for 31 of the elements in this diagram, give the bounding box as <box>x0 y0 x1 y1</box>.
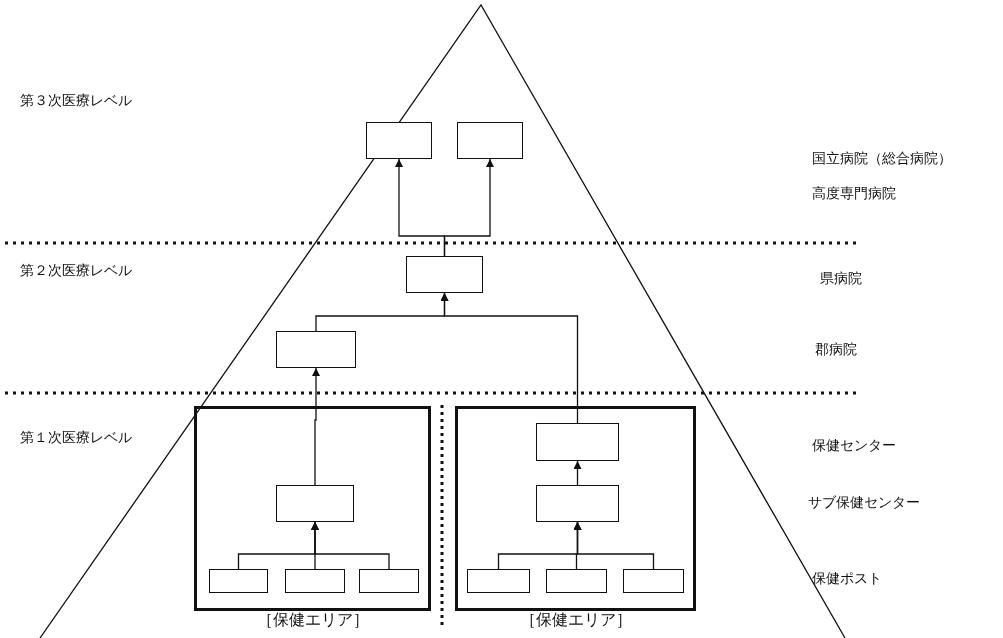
level-label: 保健センター <box>812 437 896 455</box>
facility-box <box>285 569 345 593</box>
arrow <box>443 158 494 257</box>
facility-box <box>276 485 354 522</box>
level-label: 郡病院 <box>815 341 857 359</box>
facility-box <box>536 485 619 522</box>
arrow <box>312 367 320 486</box>
area-heading: ［保健エリア］ <box>518 610 633 631</box>
area-heading: ［保健エリア］ <box>255 610 370 631</box>
level-label: 県病院 <box>820 270 862 288</box>
facility-box <box>467 569 530 593</box>
level-label: 第１次医療レベル <box>20 429 132 447</box>
facility-box <box>406 256 483 293</box>
facility-box <box>366 122 432 159</box>
facility-box <box>209 569 268 593</box>
level-label: 保健ポスト <box>812 570 882 588</box>
arrow <box>311 521 390 570</box>
facility-box <box>536 423 619 461</box>
arrow <box>573 521 655 570</box>
level-label: 高度専門病院 <box>812 185 896 203</box>
facility-box <box>623 569 684 593</box>
facility-box <box>359 569 419 593</box>
facility-box <box>546 569 607 593</box>
facility-box <box>276 331 356 368</box>
level-label: 第３次医療レベル <box>20 92 132 110</box>
arrow <box>440 292 579 424</box>
level-label: 第２次医療レベル <box>20 262 132 280</box>
arrow <box>573 460 582 486</box>
facility-box <box>457 122 523 159</box>
level-label: サブ保健センター <box>808 494 920 512</box>
level-label: 国立病院（総合病院） <box>812 150 952 168</box>
